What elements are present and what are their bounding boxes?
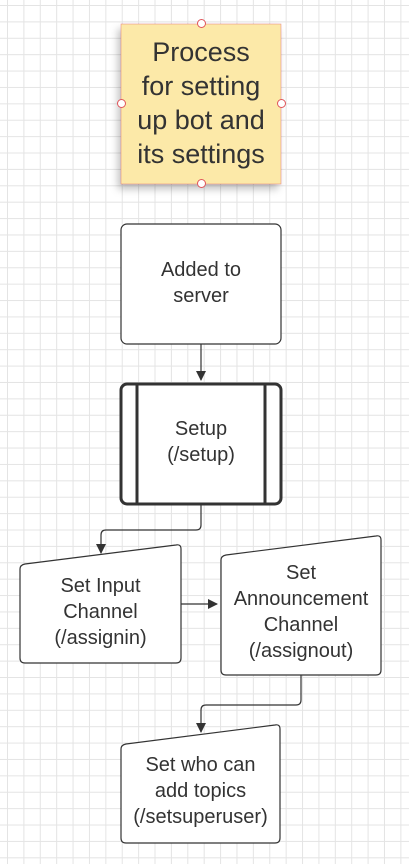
node-setup-line: Setup xyxy=(174,418,228,440)
node-set-superuser-label: Set who can add topics (/setsuperuser) xyxy=(121,739,280,843)
sticky-note-line: Process xyxy=(152,37,250,67)
node-added-line: server xyxy=(173,285,229,307)
sticky-note-line: up bot and xyxy=(137,105,265,135)
node-announcement-line: Announcement xyxy=(233,587,369,610)
node-input-line: (/assignin) xyxy=(54,626,147,649)
sticky-resize-handle-top[interactable] xyxy=(197,19,206,28)
node-setup-line: (/setup) xyxy=(167,444,235,466)
node-superuser-line: Set who can xyxy=(145,754,256,776)
node-setup-label: Setup (/setup) xyxy=(137,384,265,500)
node-input-line: Channel xyxy=(63,600,138,623)
node-input-line: Set Input xyxy=(60,574,141,597)
sticky-resize-handle-bottom[interactable] xyxy=(197,179,206,188)
node-set-announcement-channel[interactable] xyxy=(220,535,382,676)
node-set-input-channel[interactable] xyxy=(19,544,182,664)
node-superuser-line: (/setsuperuser) xyxy=(133,806,268,828)
node-announcement-line: Set xyxy=(285,561,317,584)
node-announcement-line: (/assignout) xyxy=(248,639,354,662)
sticky-note-text: Process for setting up bot and its setti… xyxy=(121,24,281,182)
sticky-resize-handle-left[interactable] xyxy=(117,99,126,108)
node-set-announcement-channel-label: Set Announcement Channel (/assignout) xyxy=(221,551,381,672)
connector-announcement-to-superuser[interactable] xyxy=(196,675,302,733)
node-added-line: Added to xyxy=(160,259,242,281)
node-added-to-server-label: Added to server xyxy=(121,224,281,342)
sticky-note-line: its settings xyxy=(137,139,265,169)
node-superuser-line: add topics xyxy=(154,780,247,802)
sticky-note[interactable] xyxy=(121,24,281,184)
node-set-superuser[interactable] xyxy=(120,724,281,844)
node-set-input-channel-label: Set Input Channel (/assignin) xyxy=(20,560,181,663)
connector-setup-to-input-channel[interactable] xyxy=(96,504,202,554)
sticky-note-line: for setting xyxy=(141,71,261,101)
node-announcement-line: Channel xyxy=(263,613,339,636)
sticky-resize-handle-right[interactable] xyxy=(277,99,286,108)
